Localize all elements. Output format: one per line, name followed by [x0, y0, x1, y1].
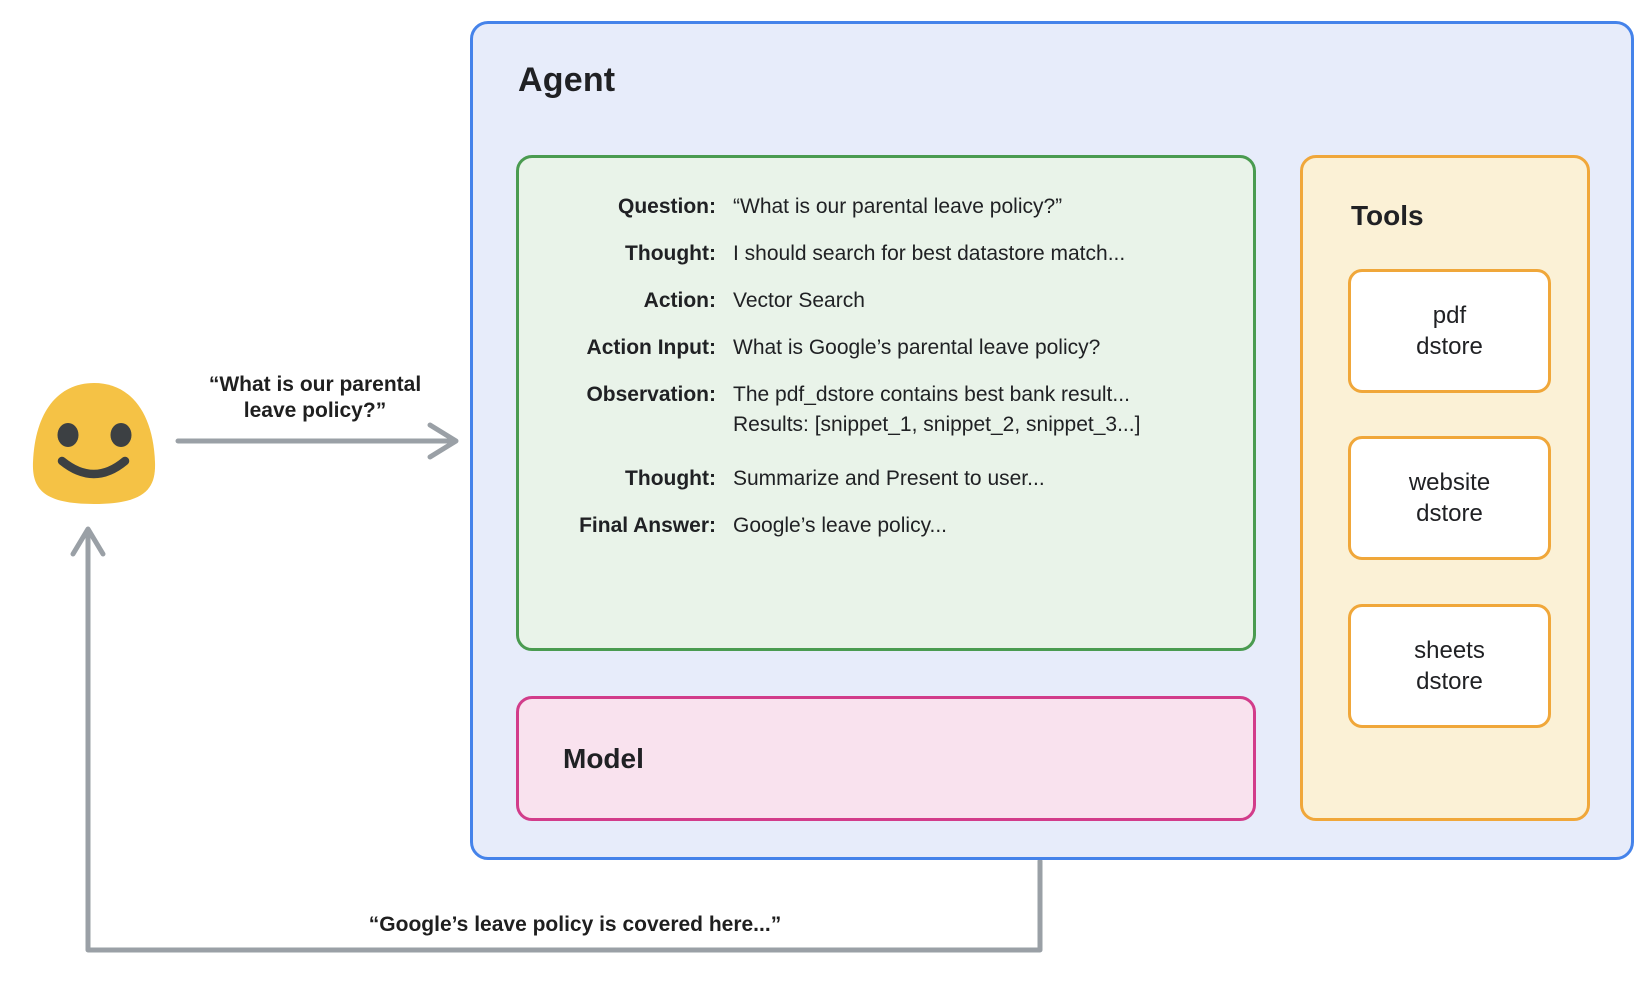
agent-panel: Agent Question: “What is our parental le…	[470, 21, 1634, 860]
scratchpad-row-final-answer: Final Answer: Google’s leave policy...	[534, 511, 1235, 541]
row-value: I should search for best datastore match…	[733, 242, 1126, 265]
model-title: Model	[563, 743, 644, 774]
row-value: The pdf_dstore contains best bank result…	[733, 383, 1141, 436]
row-value: What is Google’s parental leave policy?	[733, 336, 1101, 359]
emoji-left-eye	[57, 423, 79, 447]
row-value: “What is our parental leave policy?”	[733, 195, 1063, 218]
tool-item-pdf-dstore: pdf dstore	[1348, 269, 1551, 393]
model-panel: Model	[516, 696, 1256, 821]
scratchpad-row-action: Action: Vector Search	[534, 286, 1235, 316]
row-value: Summarize and Present to user...	[733, 467, 1045, 490]
scratchpad-panel: Question: “What is our parental leave po…	[516, 155, 1256, 651]
row-label: Final Answer:	[579, 514, 716, 537]
scratchpad-row-thought-2: Thought: Summarize and Present to user..…	[534, 464, 1235, 494]
emoji-smile	[57, 456, 130, 479]
request-arrow	[175, 422, 459, 460]
row-value: Google’s leave policy...	[733, 514, 948, 537]
row-label: Question:	[618, 195, 716, 218]
emoji-face-shape	[32, 383, 156, 504]
agent-response-quote: “Google’s leave policy is covered here..…	[368, 913, 782, 936]
row-value: Vector Search	[733, 289, 865, 312]
row-label: Thought:	[625, 242, 716, 265]
tools-title: Tools	[1351, 200, 1424, 231]
row-label: Action:	[643, 289, 716, 312]
emoji-right-eye	[110, 423, 132, 447]
agent-title: Agent	[518, 61, 616, 99]
scratchpad-row-question: Question: “What is our parental leave po…	[534, 192, 1235, 222]
row-label: Observation:	[586, 383, 716, 406]
scratchpad-row-observation: Observation: The pdf_dstore contains bes…	[534, 380, 1235, 440]
tools-panel: Tools pdf dstore website dstore sheets d…	[1300, 155, 1590, 821]
row-label: Action Input:	[586, 336, 716, 359]
row-label: Thought:	[625, 467, 716, 490]
user-emoji	[32, 383, 156, 504]
scratchpad-row-action-input: Action Input: What is Google’s parental …	[534, 333, 1235, 363]
tool-item-website-dstore: website dstore	[1348, 436, 1551, 560]
user-request-quote: “What is our parental leave policy?”	[208, 373, 422, 422]
tool-item-sheets-dstore: sheets dstore	[1348, 604, 1551, 728]
scratchpad-row-thought-1: Thought: I should search for best datast…	[534, 239, 1235, 269]
